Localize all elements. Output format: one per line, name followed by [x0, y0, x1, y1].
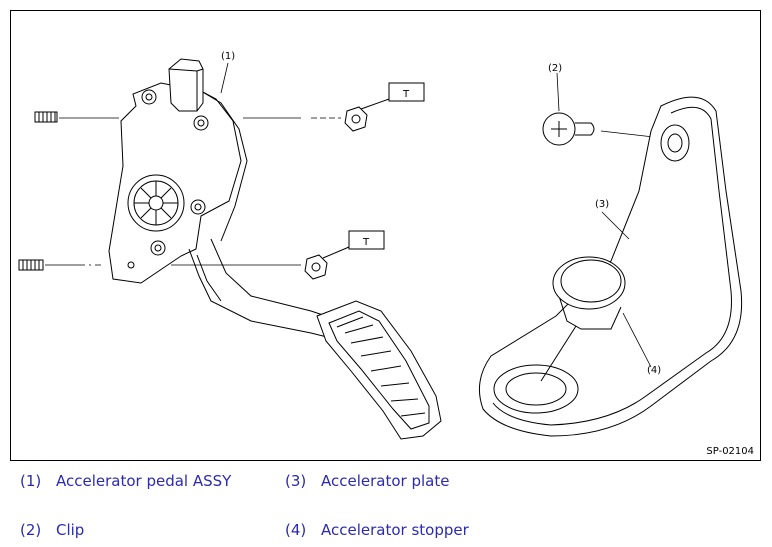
callout-3: (3): [595, 199, 609, 210]
callout-1: (1): [221, 51, 235, 62]
clip-part: [542, 112, 672, 146]
accelerator-stopper: [540, 256, 626, 382]
upper-nut: [344, 106, 368, 132]
legend-item-accelerator-stopper: (4) Accelerator stopper: [285, 521, 469, 539]
legend-item-accelerator-plate: (3) Accelerator plate: [285, 472, 449, 490]
legend-label: Accelerator stopper: [321, 521, 469, 539]
legend-item-accelerator-pedal-assy: (1) Accelerator pedal ASSY: [20, 472, 231, 490]
legend-item-clip: (2) Clip: [20, 521, 84, 539]
callout-2: (2): [548, 63, 562, 74]
figure-id: SP-02104: [706, 446, 754, 457]
legend-number: (1): [20, 472, 42, 490]
diagram-drawing: (1) (2) (3) (4) T T: [18, 51, 743, 440]
callout-4: (4): [647, 365, 661, 376]
legend-label: Accelerator plate: [321, 472, 450, 490]
legend-number: (4): [285, 521, 307, 539]
legend-label: Accelerator pedal ASSY: [56, 472, 232, 490]
stud-axis-lines: [45, 117, 341, 266]
exploded-diagram: (1) (2) (3) (4) T T SP-02104: [10, 10, 761, 461]
legend-number: (2): [20, 521, 42, 539]
torque-tag-upper: [360, 82, 425, 110]
legend-label: Clip: [56, 521, 85, 539]
torque-label-upper: T: [402, 89, 410, 100]
legend-number: (3): [285, 472, 307, 490]
lower-stud-bolt: [18, 259, 44, 271]
upper-stud-bolt: [34, 111, 58, 123]
torque-tag-lower: [322, 230, 385, 259]
torque-label-lower: T: [362, 237, 370, 248]
lower-nut: [304, 254, 328, 280]
accelerator-pedal-assy: [108, 58, 442, 440]
leader-lines: [220, 62, 652, 368]
